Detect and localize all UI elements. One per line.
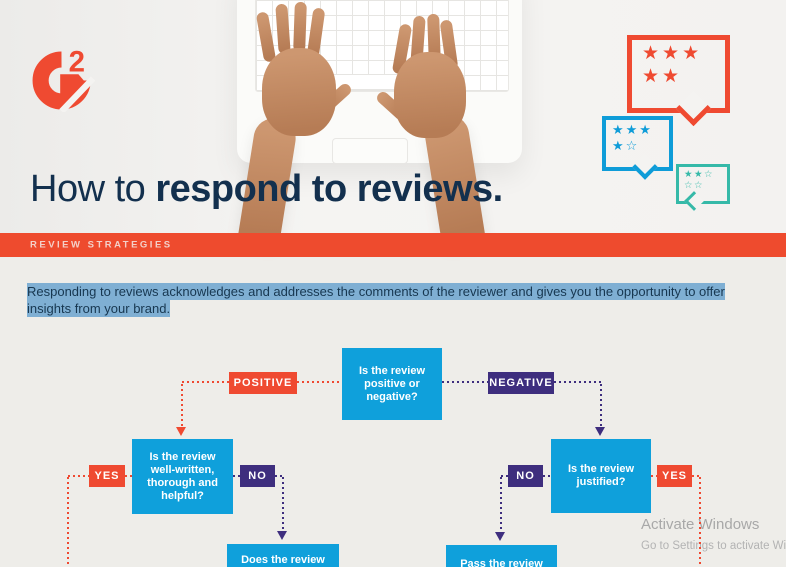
arrowhead [277,531,287,540]
flow-node-does-the-review: Does the review [227,544,339,567]
badge-yes-left: YES [89,465,125,487]
flow-node-positive-or-negative: Is the review positive or negative? [342,348,442,420]
title-bold: respond to reviews. [155,168,503,210]
intro-highlighted-text: Responding to reviews acknowledges and a… [27,283,725,317]
trackpad [332,138,408,164]
connector [600,384,602,426]
badge-no-left: NO [240,465,275,487]
star-row: ★★ [642,65,683,87]
finger [293,1,307,53]
right-hand [394,52,466,138]
g2-logo: 2 [32,45,96,112]
section-banner-label: REVIEW STRATEGIES [30,239,173,251]
star-row: ★☆ [612,139,640,154]
connector [554,381,601,383]
star-row: ☆☆ [684,180,705,191]
flow-node-justified: Is the review justified? [551,439,651,513]
flow-node-well-written: Is the review well-written, thorough and… [132,439,233,514]
review-bubble-red: ★★★ ★★ [627,35,730,127]
badge-negative: NEGATIVE [488,372,554,394]
page-title: How to respond to reviews. [30,168,503,211]
connector [651,475,657,477]
review-bubble-blue: ★★★ ★☆ [602,116,673,180]
arrowhead [595,427,605,436]
connector [543,475,551,477]
svg-text:2: 2 [69,45,85,78]
arrowhead [495,532,505,541]
badge-positive: POSITIVE [229,372,297,394]
badge-yes-right: YES [657,465,692,487]
intro-paragraph: Responding to reviews acknowledges and a… [27,283,767,317]
star-row: ★★★ [612,123,653,138]
connector [282,477,284,530]
left-hand [262,48,336,136]
connector [297,381,342,383]
connector [692,475,700,477]
star-row: ★★★ [642,42,703,64]
section-banner: REVIEW STRATEGIES [0,233,786,257]
star-row: ★★☆ [684,169,715,180]
title-light: How to [30,168,156,210]
connector [275,475,283,477]
connector [501,475,508,477]
arrowhead [176,427,186,436]
connector [182,381,229,383]
connector [68,475,89,477]
connector [500,477,502,530]
connector [125,475,132,477]
flow-node-pass-the-review: Pass the review [446,545,557,567]
activate-windows-subtext: Go to Settings to activate Windows. [641,540,786,552]
connector [181,384,183,426]
review-bubble-teal: ★★☆ ☆☆ [676,164,730,211]
connector [442,381,488,383]
connector [699,477,701,567]
connector [67,477,69,567]
badge-no-right: NO [508,465,543,487]
connector [233,475,240,477]
